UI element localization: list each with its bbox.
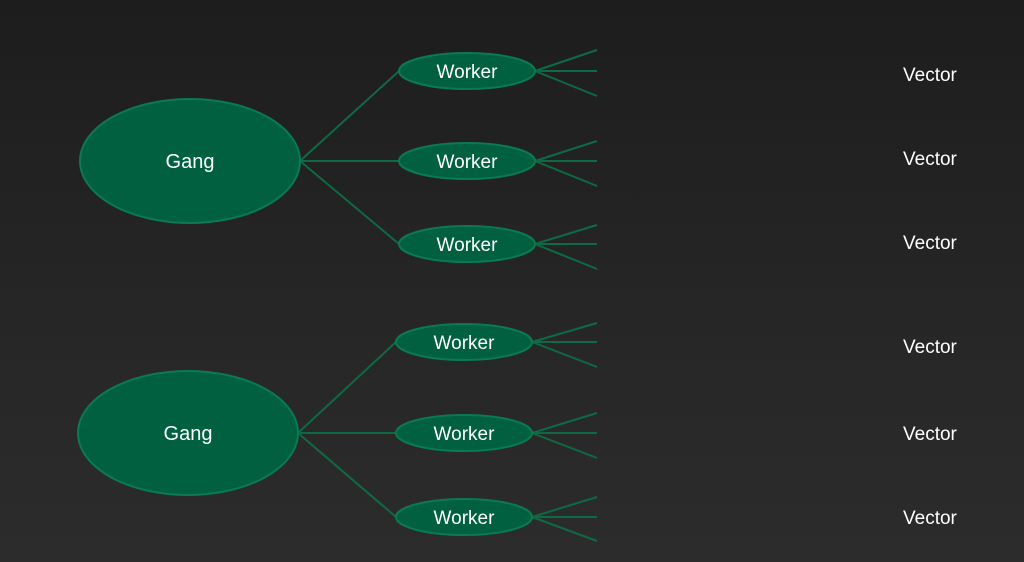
worker-lane-edge (531, 341, 598, 368)
gang-group-2: Gang Worker Worker Worker Vector Vector … (77, 323, 958, 536)
gang-worker-edge (297, 432, 397, 518)
worker-lane-edge (531, 496, 598, 518)
gang-worker-edge (297, 341, 397, 434)
gang-worker-edge (299, 70, 400, 162)
vector-bars-layer (597, 47, 872, 544)
worker-label: Worker (437, 235, 499, 256)
worker-label: Worker (437, 62, 499, 83)
edges-layer (297, 49, 598, 542)
vector-label: Vector (903, 233, 958, 254)
worker-label: Worker (434, 333, 496, 354)
worker-lane-edge (531, 322, 598, 343)
vector-label: Vector (903, 149, 958, 170)
gang-label: Gang (164, 423, 213, 445)
worker-lane-edge (531, 516, 598, 542)
worker-lane-edge (534, 140, 598, 162)
worker-lane-edge (531, 432, 598, 459)
gang-worker-edge (299, 160, 400, 245)
worker-node (398, 142, 536, 180)
vector-label: Vector (903, 337, 958, 358)
worker-label: Worker (437, 152, 499, 173)
worker-lane-edge (534, 243, 598, 270)
vector-label: Vector (903, 424, 958, 445)
worker-lane-edge (534, 49, 598, 72)
gang-group-1: Gang Worker Worker Worker Vector Vector … (79, 52, 958, 263)
worker-lane-edge (531, 412, 598, 434)
worker-lane-edge (534, 224, 598, 245)
worker-node (395, 414, 533, 452)
gang-node (79, 98, 301, 224)
worker-lane-edge (534, 160, 598, 187)
vector-label: Vector (903, 508, 958, 529)
worker-node (395, 498, 533, 536)
worker-node (398, 52, 536, 90)
worker-lane-edge (534, 70, 598, 97)
gang-label: Gang (166, 151, 215, 173)
vector-label: Vector (903, 65, 958, 86)
gang-node (77, 370, 299, 496)
worker-node (398, 225, 536, 263)
worker-node (395, 323, 533, 361)
worker-label: Worker (434, 424, 496, 445)
worker-label: Worker (434, 508, 496, 529)
